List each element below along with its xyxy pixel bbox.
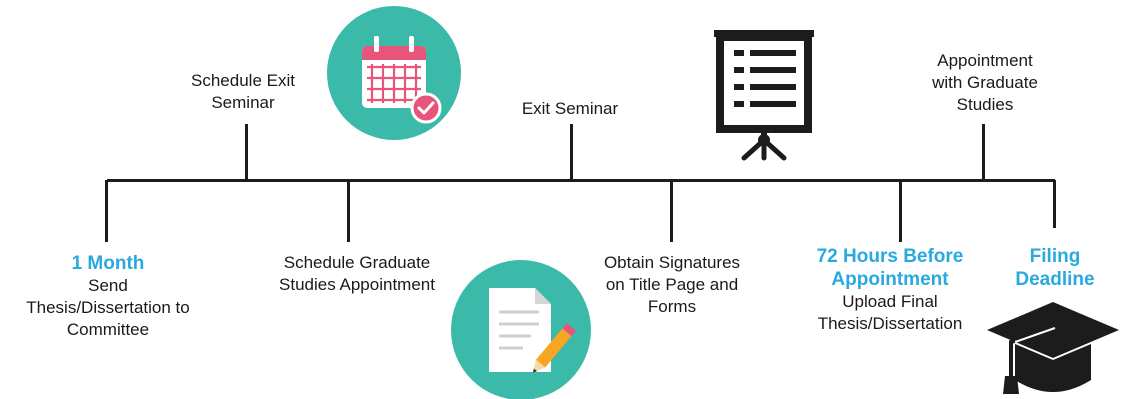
timeline-axis (107, 179, 1055, 182)
graduation-cap-icon (987, 302, 1119, 394)
label-appointment-graduate: Appointment with Graduate Studies (910, 50, 1060, 116)
label-line: Thesis/Dissertation (817, 314, 963, 333)
label-one-month: 1 Month Send Thesis/Dissertation to Comm… (0, 252, 216, 341)
tick-one-month (105, 180, 108, 242)
milestone-title: Deadline (1015, 269, 1095, 290)
label-line: Exit Seminar (521, 99, 619, 118)
label-line: Schedule Graduate (283, 253, 431, 272)
label-seventy-two-hours: 72 Hours Before Appointment Upload Final… (790, 245, 990, 335)
label-filing-deadline: Filing Deadline (1005, 245, 1105, 291)
document-pencil-icon (451, 260, 591, 399)
calendar-icon (327, 6, 461, 140)
label-line: with Graduate (932, 73, 1038, 92)
tick-exit-seminar (570, 124, 573, 181)
label-schedule-graduate: Schedule Graduate Studies Appointment (262, 252, 452, 296)
label-line: Schedule Exit (191, 71, 295, 90)
tick-obtain-signatures (670, 180, 673, 242)
label-line: Obtain Signatures (603, 253, 741, 272)
label-line: Studies (956, 95, 1014, 114)
label-schedule-exit-seminar: Schedule Exit Seminar (168, 70, 318, 114)
tick-schedule-exit-seminar (245, 124, 248, 181)
tick-appointment-graduate (982, 124, 985, 181)
tick-seventy-two-hours (899, 180, 902, 242)
label-line: Committee (66, 320, 150, 339)
tick-schedule-graduate (347, 180, 350, 242)
label-line: Upload Final (842, 292, 938, 311)
label-line: on Title Page and (605, 275, 739, 294)
tick-filing-deadline (1053, 180, 1056, 228)
label-line: Studies Appointment (279, 275, 435, 294)
milestone-title: 1 Month (71, 253, 145, 274)
label-line: Send (88, 276, 128, 295)
label-line: Forms (647, 297, 697, 316)
milestone-title: 72 Hours Before (816, 246, 964, 267)
label-line: Appointment (937, 51, 1033, 70)
presentation-board-icon (714, 30, 814, 161)
milestone-title: Appointment (831, 269, 949, 290)
label-exit-seminar: Exit Seminar (495, 98, 645, 120)
milestone-title: Filing (1029, 246, 1081, 267)
label-line: Seminar (211, 93, 275, 112)
label-line: Thesis/Dissertation to (26, 298, 190, 317)
label-obtain-signatures: Obtain Signatures on Title Page and Form… (582, 252, 762, 318)
